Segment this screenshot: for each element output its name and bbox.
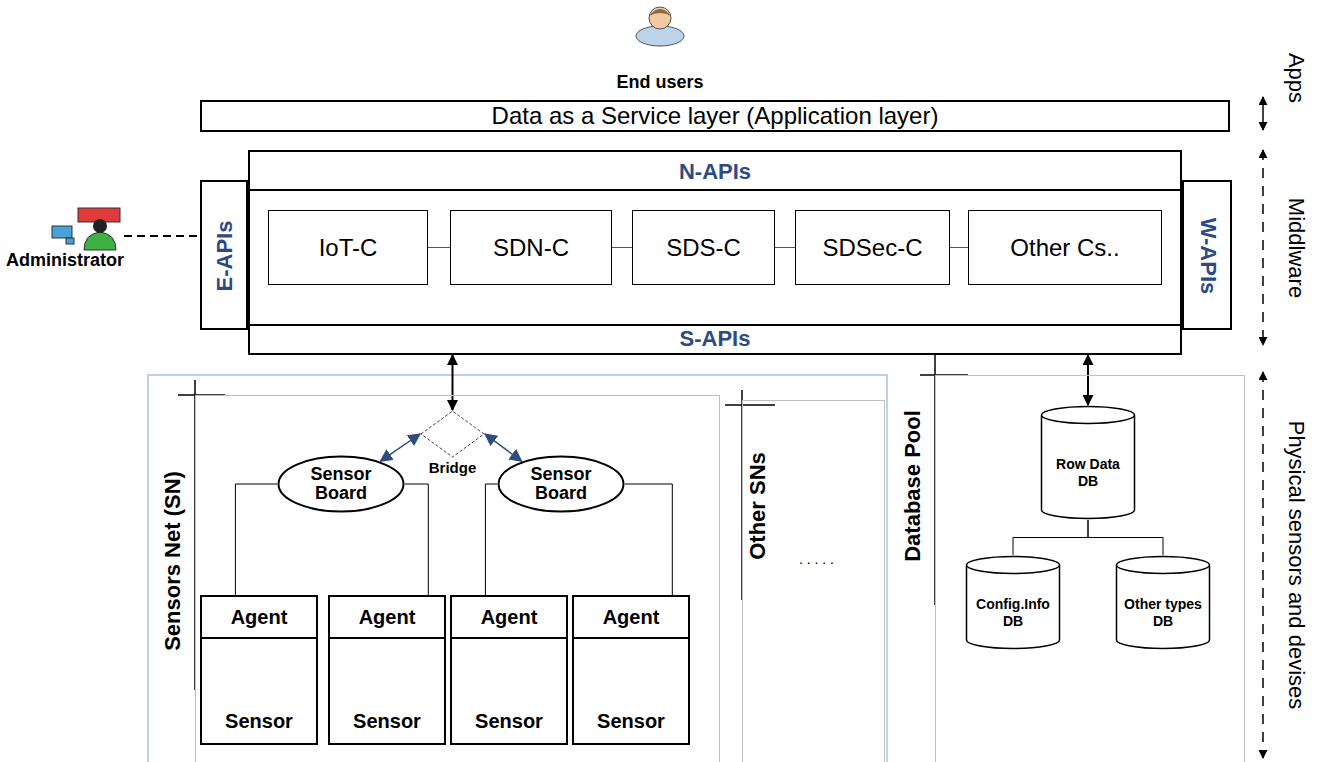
node-label: E-APIs bbox=[212, 221, 237, 292]
node-label: Sensor Board bbox=[519, 465, 603, 503]
database-cylinder: Config.Info DB bbox=[965, 555, 1061, 650]
admin-dashed-link bbox=[124, 235, 199, 237]
node-label: Agent bbox=[452, 597, 566, 639]
cylinder-body bbox=[1042, 415, 1135, 519]
cylinder-top bbox=[967, 557, 1060, 574]
agent-sensor-box: AgentSensor bbox=[328, 595, 446, 745]
connector bbox=[405, 484, 428, 595]
node-label: Config.Info DB bbox=[972, 596, 1054, 628]
layer-name: Middlware bbox=[1283, 198, 1308, 298]
node-sublabel: Sensor bbox=[574, 710, 688, 733]
user-hair bbox=[649, 9, 671, 16]
node-label: SDN-C bbox=[493, 234, 569, 262]
node-sublabel: Sensor bbox=[202, 710, 316, 733]
connector bbox=[1088, 520, 1163, 555]
connector bbox=[380, 434, 420, 461]
monitor-blue bbox=[52, 226, 72, 238]
diamond-outline bbox=[421, 411, 484, 457]
controller-box: SDN-C bbox=[450, 210, 612, 285]
sensor-board-ellipse: Sensor Board bbox=[497, 455, 625, 513]
middleware-box: N-APIsS-APIs IoT-C SDN-C SDS-C SDSec-C Other … bbox=[248, 150, 1182, 355]
administrator-icon bbox=[52, 208, 120, 250]
node-label: SDSec-C bbox=[822, 234, 922, 262]
cylinder-top bbox=[1117, 557, 1210, 574]
node-label: Other SNs bbox=[745, 452, 770, 560]
node-sublabel: . . . . . bbox=[799, 551, 834, 567]
other-sn-panel: Other SNs . . . . . bbox=[742, 400, 885, 762]
database-pool-panel: Database PoolRow Data DBConfig.Info DBOt… bbox=[935, 375, 1245, 762]
api-box: E-APIs bbox=[200, 180, 248, 330]
connector bbox=[485, 484, 497, 595]
admin-head bbox=[93, 219, 107, 233]
connector bbox=[612, 247, 632, 248]
controller-box: IoT-C bbox=[268, 210, 428, 285]
layer-name: Apps bbox=[1283, 53, 1308, 103]
connector bbox=[950, 247, 968, 248]
connector bbox=[625, 484, 672, 595]
connector bbox=[452, 355, 454, 410]
connector bbox=[428, 247, 450, 248]
connector bbox=[1087, 355, 1089, 405]
node-label: Agent bbox=[574, 597, 688, 639]
node-label: Other Cs.. bbox=[1010, 234, 1119, 262]
database-cylinder: Other types DB bbox=[1115, 555, 1211, 650]
ellipse-outline bbox=[279, 457, 404, 512]
node-label: Sensor Board bbox=[299, 465, 383, 503]
node-label: W-APIs bbox=[1195, 218, 1220, 295]
user-head bbox=[649, 7, 671, 29]
node-label: Other types DB bbox=[1122, 596, 1204, 628]
sensor-net-panel: Sensors Net (SN)BridgeSensor BoardSensor… bbox=[195, 395, 720, 762]
node-label: Database Pool bbox=[900, 410, 925, 562]
database-cylinder: Row Data DB bbox=[1040, 405, 1136, 520]
layer-span-arrow bbox=[1262, 372, 1264, 758]
bridge-diamond: Bridge bbox=[420, 410, 485, 458]
controller-box: Other Cs.. bbox=[968, 210, 1162, 285]
user-icon bbox=[636, 7, 684, 46]
cylinder-body bbox=[1117, 565, 1210, 649]
agent-sensor-box: AgentSensor bbox=[200, 595, 318, 745]
cylinder-top bbox=[1042, 407, 1135, 424]
agent-sensor-box: AgentSensor bbox=[572, 595, 690, 745]
band-divider bbox=[249, 324, 1181, 326]
node-label: Agent bbox=[202, 597, 316, 639]
role-label: Administrator bbox=[6, 250, 124, 271]
node-label: SDS-C bbox=[666, 234, 741, 262]
band-divider bbox=[249, 189, 1181, 191]
node-label: IoT-C bbox=[319, 234, 378, 262]
monitor-stand bbox=[66, 238, 74, 244]
layer-caption: End users bbox=[616, 72, 703, 93]
node-label: Agent bbox=[330, 597, 444, 639]
node-label: Data as a Service layer (Application lay… bbox=[492, 102, 939, 130]
diamond-outline bbox=[420, 410, 485, 458]
node-label: N-APIs bbox=[250, 159, 1180, 184]
ellipse-outline bbox=[499, 457, 624, 512]
connector bbox=[485, 434, 522, 461]
connector bbox=[235, 484, 277, 595]
application-layer-box: Data as a Service layer (Application lay… bbox=[200, 100, 1230, 132]
physical-frame bbox=[148, 375, 887, 762]
layer-name: Physical sensors and devises bbox=[1283, 421, 1308, 710]
layer-span-arrow bbox=[1262, 150, 1264, 345]
node-sublabel: Sensor bbox=[452, 710, 566, 733]
cylinder-body bbox=[967, 565, 1060, 649]
connector bbox=[1013, 520, 1088, 555]
admin-body bbox=[84, 232, 116, 250]
controller-box: SDSec-C bbox=[795, 210, 950, 285]
api-box: W-APIs bbox=[1182, 180, 1232, 330]
connector bbox=[775, 247, 795, 248]
node-label: Bridge bbox=[429, 459, 477, 476]
controller-box: SDS-C bbox=[632, 210, 775, 285]
crosshair bbox=[725, 404, 775, 406]
node-sublabel: Sensor bbox=[330, 710, 444, 733]
node-label: Row Data DB bbox=[1047, 456, 1129, 488]
layer-span-arrow bbox=[1262, 97, 1264, 130]
node-sublabel: S-APIs bbox=[250, 326, 1180, 351]
agent-sensor-box: AgentSensor bbox=[450, 595, 568, 745]
sensor-board-ellipse: Sensor Board bbox=[277, 455, 405, 513]
connector bbox=[934, 355, 936, 375]
node-label: Sensors Net (SN) bbox=[160, 471, 185, 651]
